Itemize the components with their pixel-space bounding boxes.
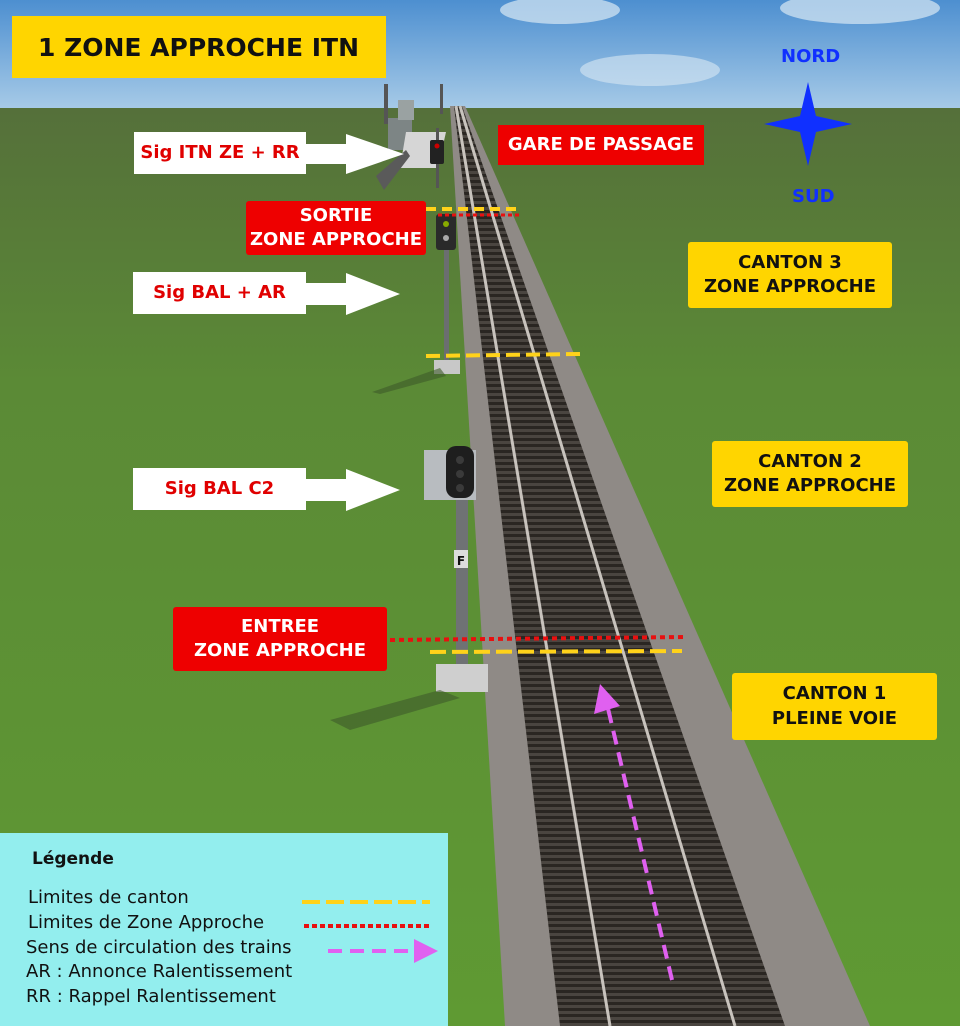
- zone-entry-line2: ZONE APPROCHE: [193, 640, 367, 661]
- canton-limit-2: [425, 352, 581, 358]
- train-direction-arrowhead: [594, 684, 620, 714]
- signal-label-bal-ar: Sig BAL + AR: [133, 272, 306, 314]
- canton-2-label: CANTON 2 ZONE APPROCHE: [712, 441, 908, 507]
- legend-canton-text: Limites de canton: [28, 887, 189, 908]
- approach-limit-entry: [389, 635, 687, 642]
- cloud: [580, 54, 720, 86]
- signal-bal-c2: F: [424, 446, 488, 692]
- legend-samples: [302, 900, 438, 963]
- arrow-bal-ar: [306, 273, 400, 315]
- canton-3-label: CANTON 3 ZONE APPROCHE: [688, 242, 892, 308]
- signal-label-bal-c2: Sig BAL C2: [133, 468, 306, 510]
- sleepers: [454, 106, 785, 1026]
- legend-approach-text: Limites de Zone Approche: [28, 912, 265, 933]
- canton-1-line2: PLEINE VOIE: [771, 707, 898, 729]
- signal-itn: [430, 128, 444, 188]
- canton-3-line1: CANTON 3: [738, 251, 842, 273]
- station-label: GARE DE PASSAGE: [498, 125, 704, 165]
- page-title: 1 ZONE APPROCHE ITN: [12, 16, 386, 78]
- zone-exit-line1: SORTIE: [299, 204, 373, 226]
- cloud: [500, 0, 620, 24]
- legend-rr-text: RR : Rappel Ralentissement: [26, 986, 276, 1007]
- arrow-bal-c2: [306, 469, 400, 511]
- rail-right: [458, 105, 737, 1026]
- compass-north-label: NORD: [781, 46, 841, 67]
- canton-limit-1: [429, 649, 683, 654]
- legend-panel: [0, 833, 448, 1026]
- canton-2-line1: CANTON 2: [758, 450, 862, 472]
- shadow: [372, 368, 446, 394]
- legend-direction-text: Sens de circulation des trains: [26, 937, 292, 958]
- signal-label-itn: Sig ITN ZE + RR: [134, 132, 306, 174]
- compass-south-label: SUD: [792, 186, 835, 207]
- legend-direction-sample-head: [414, 939, 438, 963]
- zone-exit-label: SORTIE ZONE APPROCHE: [246, 201, 426, 255]
- canton-1-line1: CANTON 1: [782, 683, 887, 705]
- legend-ar-text: AR : Annonce Ralentissement: [26, 961, 293, 982]
- rail-left: [454, 105, 612, 1026]
- zone-exit-line2: ZONE APPROCHE: [249, 229, 423, 250]
- canton-3-line2: ZONE APPROCHE: [703, 276, 877, 297]
- arrow-itn: [306, 134, 404, 174]
- legend-content: Légende Limites de canton Limites de Zon…: [0, 833, 448, 1026]
- canton-2-line2: ZONE APPROCHE: [723, 475, 897, 496]
- canton-1-label: CANTON 1 PLEINE VOIE: [732, 673, 937, 740]
- signal-bal-ar: [434, 214, 460, 374]
- shadow: [330, 690, 460, 730]
- compass-star-icon: [764, 82, 852, 166]
- train-direction-arrow: [604, 699, 674, 981]
- cloud: [780, 0, 940, 24]
- zone-entry-line1: ENTREE: [240, 615, 320, 637]
- svg-text:F: F: [457, 554, 465, 568]
- zone-entry-label: ENTREE ZONE APPROCHE: [173, 607, 387, 671]
- legend-title: Légende: [32, 849, 114, 869]
